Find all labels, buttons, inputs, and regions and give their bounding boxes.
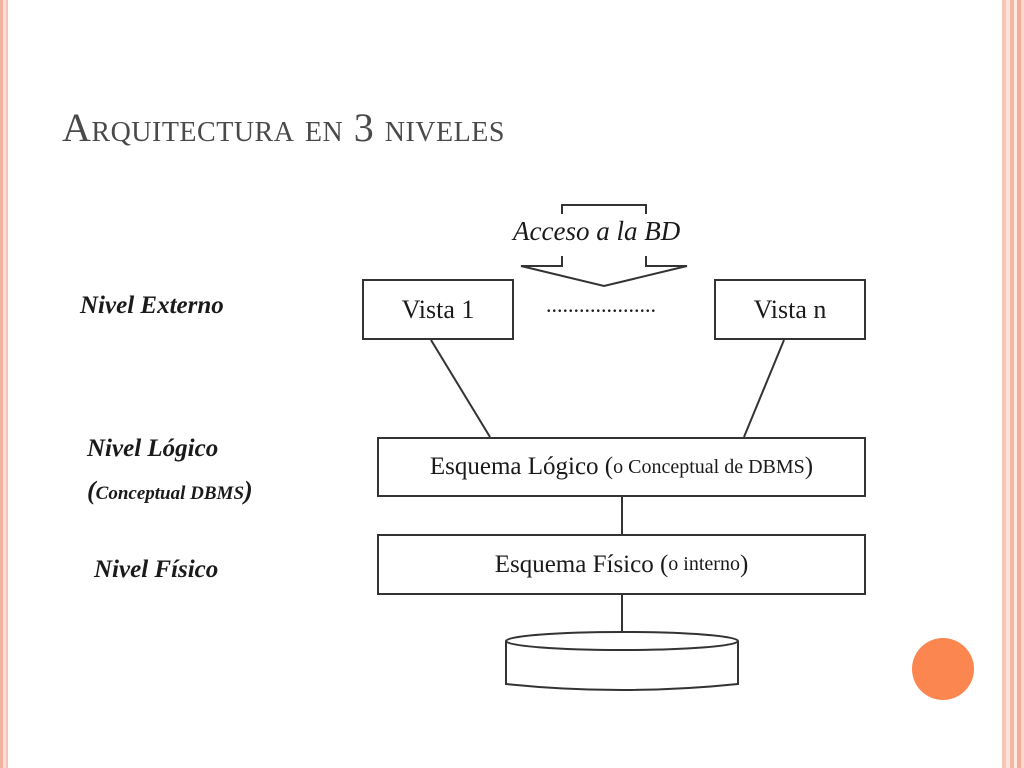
- label-logical-subtext: Conceptual DBMS: [95, 483, 245, 504]
- access-label: Acceso a la BD: [513, 216, 681, 246]
- slide-title: Arquitectura en 3 niveles: [62, 105, 505, 150]
- connector-viewn-logical: [743, 339, 785, 438]
- right-decorative-border: [976, 0, 1024, 768]
- label-external-level: Nivel Externo: [80, 292, 224, 319]
- label-logical-level: Nivel Lógico: [87, 435, 219, 462]
- label-logical-sublevel: (Conceptual DBMS): [87, 476, 253, 506]
- view-1-label: Vista 1: [401, 294, 475, 324]
- physical-schema-box: Esquema Físico (o interno): [377, 534, 866, 595]
- label-physical-level: Nivel Físico: [94, 556, 219, 583]
- connector-view1-logical: [430, 339, 491, 438]
- view-n-label: Vista n: [753, 294, 827, 324]
- physical-schema-main: Esquema Físico (: [494, 550, 669, 578]
- logical-schema-box: Esquema Lógico (o Conceptual de DBMS): [377, 437, 866, 497]
- logical-schema-close: ): [804, 453, 814, 480]
- physical-schema-close: ): [739, 550, 749, 578]
- views-ellipsis: ....................: [546, 292, 656, 317]
- access-arrow-top-bracket: [561, 204, 647, 214]
- physical-schema-detail: o interno: [668, 553, 740, 575]
- label-logical-paren-open: (: [87, 476, 96, 505]
- label-logical-paren-close: ): [244, 476, 253, 505]
- left-decorative-border: [0, 0, 10, 768]
- database-cylinder: [505, 631, 739, 691]
- view-1-box: Vista 1: [362, 279, 514, 340]
- view-n-box: Vista n: [714, 279, 866, 340]
- logical-schema-detail: o Conceptual de DBMS: [613, 455, 805, 478]
- accent-circle: [912, 638, 974, 700]
- logical-schema-main: Esquema Lógico (: [429, 453, 614, 480]
- access-arrow-head: [520, 256, 688, 288]
